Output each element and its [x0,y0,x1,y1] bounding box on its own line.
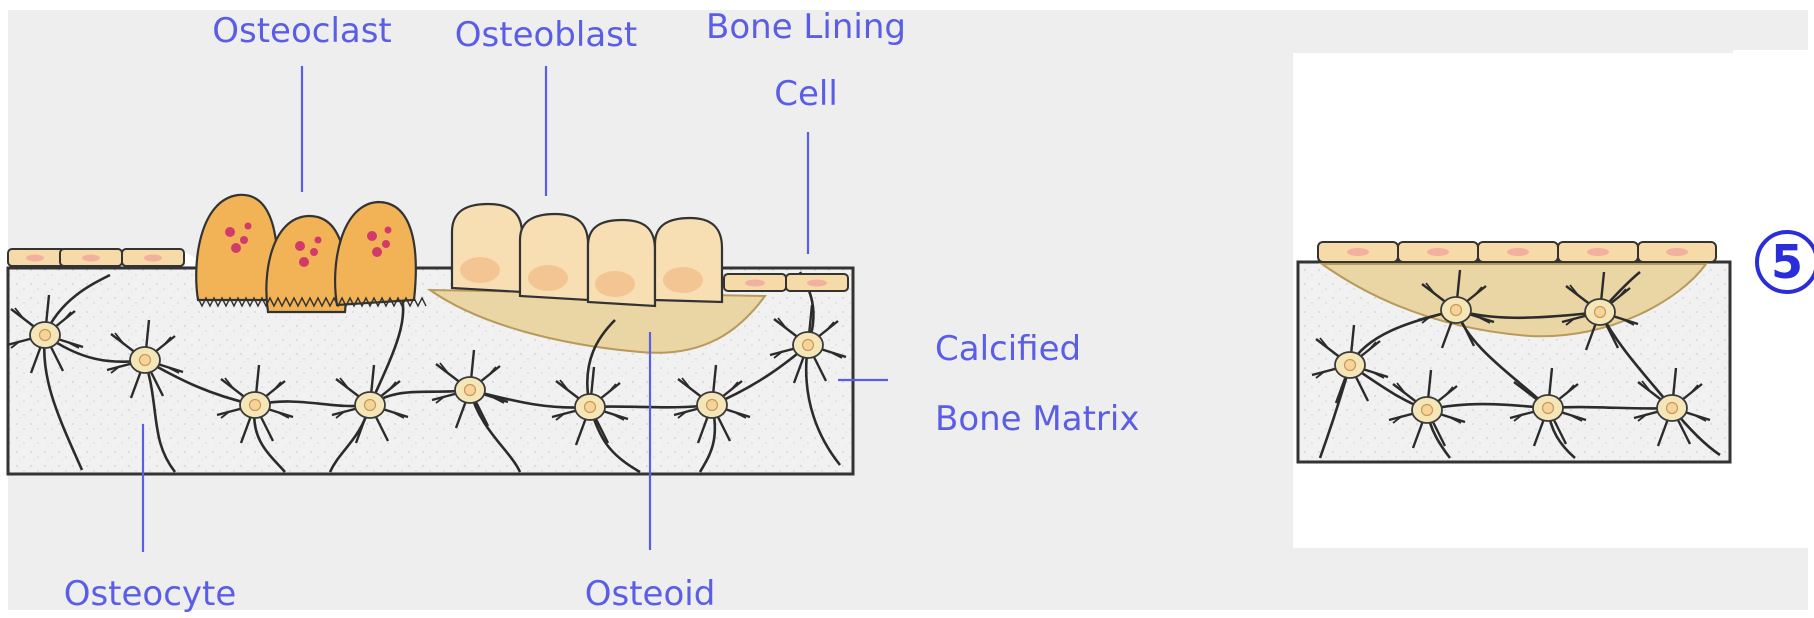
bone-lining-cells-right [724,274,848,291]
step-number: 5 [1771,235,1803,289]
calcified-label-line1: Calcified [935,329,1081,369]
bone-lining-label-line1: Bone Lining [706,7,906,47]
calcified-label-line2: Bone Matrix [935,399,1139,439]
osteoclast-label: Osteoclast [212,11,392,51]
osteoid-label: Osteoid [585,574,716,614]
step5-bone-lining-cells [1318,242,1716,262]
osteoblast-label: Osteoblast [455,15,637,55]
bone-lining-label-line2: Cell [774,74,838,114]
bone-lining-cells-left [8,249,184,266]
osteocyte-label: Osteocyte [64,574,237,614]
